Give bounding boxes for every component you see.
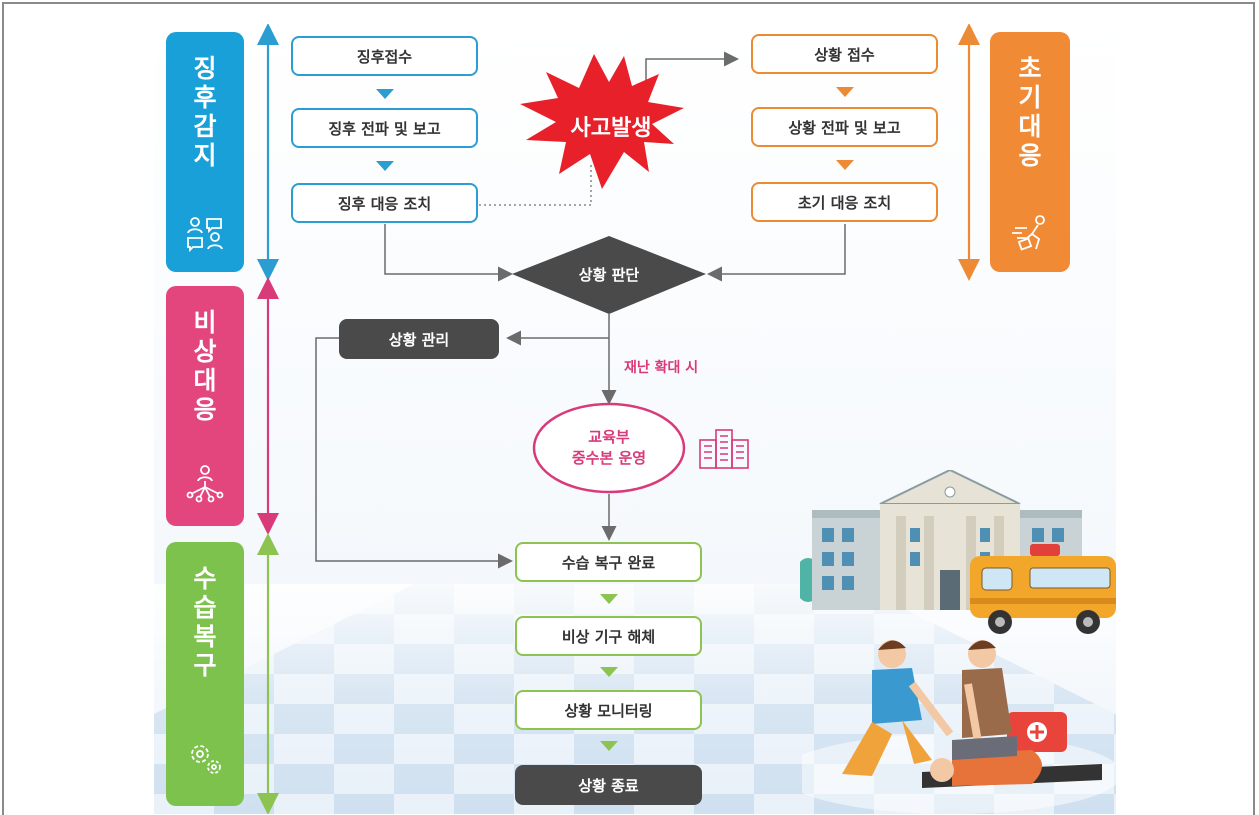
phase-bar-emergency: 비 상 대 응: [166, 286, 244, 526]
accident-label: 사고발생: [570, 116, 652, 141]
left-flow-arrow-2: [376, 161, 394, 171]
recovery-flow-arrow-1: [600, 594, 618, 604]
gears-icon: [191, 745, 221, 774]
right-to-decision-arrow: [707, 224, 846, 282]
recovery-box-3: 상황 모니터링: [515, 690, 702, 730]
decision-diamond: [512, 236, 706, 314]
right-flow-arrow-2: [836, 160, 854, 170]
cpr-rescuers-illustration: [802, 640, 1116, 814]
right-flow-box-1: 상황 접수: [751, 34, 938, 74]
phase-bar-detect: 징 후 감 지: [166, 32, 244, 272]
phase-early-label: 초 기 대 응: [1018, 54, 1042, 170]
connector-layer: [257, 24, 980, 814]
end-box: 상황 종료: [515, 765, 702, 805]
dotted-link: [479, 164, 592, 206]
right-flow-box-2: 상황 전파 및 보고: [751, 107, 938, 147]
accident-burst: [520, 54, 684, 189]
manage-to-recovery-arrow: [315, 337, 513, 569]
running-person-icon: [1012, 215, 1045, 251]
hq-ellipse: [532, 402, 686, 494]
hq-line1: 교육부: [588, 428, 630, 446]
left-flow-box-1: 징후접수: [291, 36, 478, 76]
expand-label: 재난 확대 시: [624, 360, 699, 376]
phase-bar-early: 초 기 대 응: [990, 32, 1070, 272]
network-person-icon: [186, 465, 224, 503]
recovery-flow-arrow-2: [600, 667, 618, 677]
phase-detect-label: 징 후 감 지: [193, 54, 217, 170]
building-icon: [699, 429, 749, 469]
phase-emergency-label: 비 상 대 응: [193, 308, 217, 424]
right-flow-box-3: 초기 대응 조치: [751, 182, 938, 222]
decision-label: 상황 판단: [578, 266, 640, 284]
recovery-flow-arrow-3: [600, 741, 618, 751]
phase-bar-recovery: 수 습 복 구: [166, 542, 244, 806]
left-flow-arrow-1: [376, 89, 394, 99]
left-to-decision-arrow: [384, 224, 513, 282]
manage-box: 상황 관리: [339, 319, 499, 359]
ambulance-illustration: [970, 544, 1116, 634]
phase-recovery-label: 수 습 복 구: [193, 564, 217, 680]
accident-to-receipt-arrow: [645, 51, 739, 99]
hq-line2: 중수본 운영: [571, 449, 647, 467]
right-flow-arrow-1: [836, 87, 854, 97]
flow-diagram: 징 후 감 지 초 기 대 응 비 상 대 응 수 습 복 구: [154, 24, 1116, 814]
people-chat-icon: [187, 217, 223, 253]
recovery-box-2: 비상 기구 해체: [515, 616, 702, 656]
left-flow-box-3: 징후 대응 조치: [291, 183, 478, 223]
left-flow-box-2: 징후 전파 및 보고: [291, 108, 478, 148]
recovery-box-1: 수습 복구 완료: [515, 542, 702, 582]
